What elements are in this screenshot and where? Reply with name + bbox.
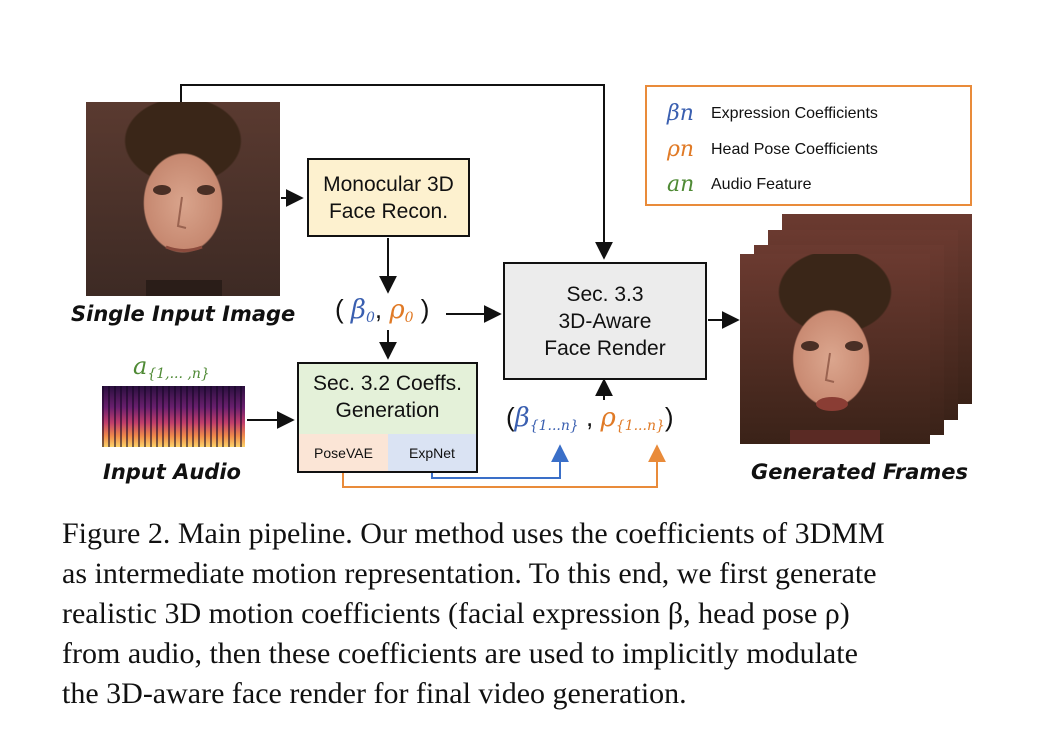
caption-line-5: the 3D-aware face render for final video… — [62, 677, 687, 710]
face-recon-box: Monocular 3D Face Recon. — [307, 158, 470, 237]
legend-item-audio: an Audio Feature — [667, 172, 812, 197]
sequence-coefficients: (β{1...n} , ρ{1...n}) — [506, 402, 674, 434]
legend-expression-symbol: βn — [667, 101, 694, 126]
coeff-gen-line1: Sec. 3.2 Coeffs. — [312, 372, 463, 395]
audio-symbol-subscript: {1,... ,n} — [147, 366, 210, 382]
posevae-module: PoseVAE — [299, 434, 388, 471]
rho-symbol: ρ — [389, 295, 405, 325]
face-render-line1: Sec. 3.3 — [566, 282, 644, 306]
audio-spectrogram — [102, 386, 245, 447]
rho-seq-symbol: ρ — [600, 403, 616, 433]
face-features-icon — [146, 185, 222, 296]
legend-item-pose: ρn Head Pose Coefficients — [667, 137, 878, 162]
caption-line-4: from audio, then these coefficients are … — [62, 637, 858, 670]
legend-audio-text: Audio Feature — [711, 175, 812, 193]
spectrogram-striations — [102, 386, 245, 447]
face-render-line2: 3D-Aware — [558, 309, 652, 333]
beta-subscript: 0 — [365, 310, 375, 326]
caption-line-2: as intermediate motion representation. T… — [62, 557, 877, 590]
face-recon-line1: Monocular 3D — [323, 172, 454, 196]
rho-seq-subscript: {1...n} — [615, 418, 665, 434]
legend-expression-text: Expression Coefficients — [711, 104, 878, 122]
posevae-label: PoseVAE — [314, 444, 373, 461]
generated-frame-front — [740, 254, 930, 444]
coeff-gen-line2: Generation — [335, 399, 440, 422]
init-close-paren: ) — [420, 294, 430, 324]
legend-box: βn Expression Coefficients ρn Head Pose … — [645, 85, 972, 206]
seq-close-paren: ) — [664, 402, 674, 432]
generated-frames-label: Generated Frames — [751, 460, 969, 484]
input-face-image — [86, 102, 280, 296]
face-render-line3: Face Render — [544, 336, 666, 360]
expnet-module: ExpNet — [388, 434, 476, 471]
legend-pose-symbol: ρn — [667, 137, 695, 162]
rho-subscript: 0 — [404, 310, 414, 326]
beta-seq-symbol: β — [514, 403, 530, 433]
beta-symbol: β — [350, 295, 366, 325]
beta-seq-subscript: {1...n} — [529, 418, 579, 434]
expnet-label: ExpNet — [409, 444, 455, 461]
face-recon-line2: Face Recon. — [328, 199, 449, 223]
face-render-box: Sec. 3.3 3D-Aware Face Render — [503, 262, 707, 380]
bypass-arrow — [180, 84, 613, 260]
init-comma: , — [374, 294, 383, 324]
legend-item-expression: βn Expression Coefficients — [667, 101, 878, 126]
init-open-paren: ( — [335, 294, 344, 324]
caption-line-3: realistic 3D motion coefficients (facial… — [62, 597, 850, 630]
audio-symbol: a{1,... ,n} — [133, 352, 210, 382]
coefficient-generation-box: Sec. 3.2 Coeffs. Generation PoseVAE ExpN… — [297, 362, 478, 473]
seq-open-paren: ( — [506, 402, 515, 432]
caption-line-1: Figure 2. Main pipeline. Our method uses… — [62, 517, 885, 550]
input-image-label: Single Input Image — [71, 302, 296, 326]
input-audio-label: Input Audio — [103, 460, 241, 484]
audio-symbol-letter: a — [133, 352, 148, 380]
seq-comma: , — [586, 402, 594, 432]
posevae-output-arrow — [342, 444, 666, 488]
legend-audio-symbol: an — [667, 172, 695, 197]
figure-caption: Figure 2. Main pipeline. Our method uses… — [62, 514, 992, 714]
generated-face-features-icon — [790, 341, 880, 444]
initial-coefficients: ( β0, ρ0 ) — [335, 294, 429, 326]
legend-pose-text: Head Pose Coefficients — [711, 140, 878, 158]
expnet-output-arrow — [431, 444, 569, 479]
